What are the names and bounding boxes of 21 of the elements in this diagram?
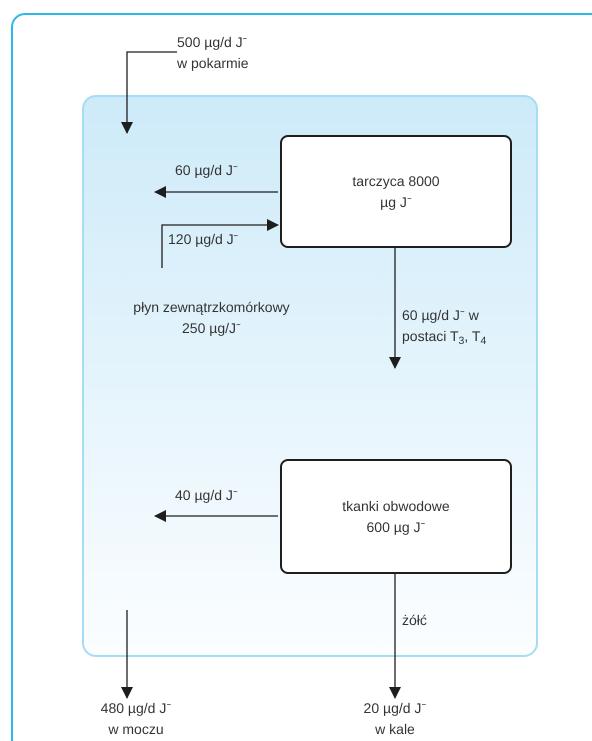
arrow <box>154 186 278 198</box>
node-text: 500 µg/d J⁻ w pokarmie <box>177 33 250 73</box>
arrow <box>154 510 278 522</box>
arrow <box>121 610 133 699</box>
region-label: płyn zewnątrzkomórkowy 250 µg/J⁻ <box>132 298 291 338</box>
node-text: tarczyca 8000 µg J⁻ <box>351 172 441 212</box>
edge-label: 60 µg/d J⁻ w postaci T$_{3}$, T$_{4}$ <box>402 306 488 347</box>
node-text: tkanki obwodowe 600 µg J⁻ <box>341 496 451 537</box>
arrow <box>121 51 177 134</box>
edge-label: 60 µg/d J⁻ <box>175 161 238 180</box>
arrow <box>389 246 401 369</box>
edge-label: 120 µg/d J⁻ <box>168 230 239 249</box>
process-box <box>280 459 512 574</box>
node-text: 20 µg/d J⁻ w kale <box>362 699 428 739</box>
edge-label: żółć <box>402 611 427 630</box>
arrow <box>161 219 279 268</box>
node-text: 480 µg/d J⁻ w moczu <box>100 699 172 739</box>
process-box <box>280 135 512 248</box>
fluid-compartment <box>82 95 538 657</box>
arrow <box>389 572 401 699</box>
edge-label: 40 µg/d J⁻ <box>175 486 238 505</box>
